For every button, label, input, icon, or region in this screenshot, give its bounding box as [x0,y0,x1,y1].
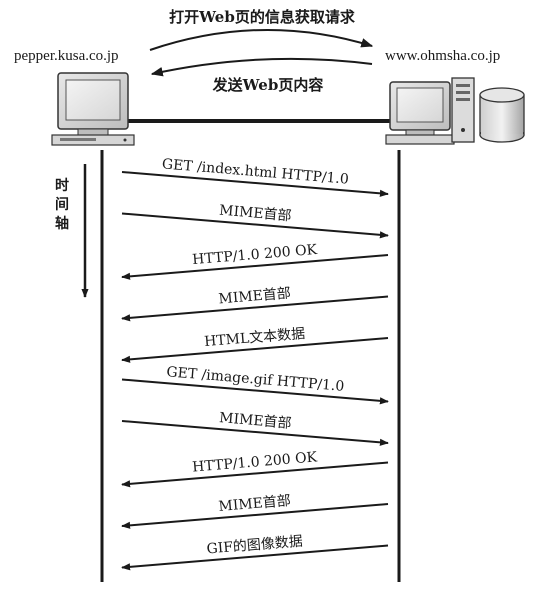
message-arrow-1 [121,171,389,197]
message-arrow-7 [121,420,389,446]
message-arrow-2 [121,212,389,239]
database-icon [479,87,525,143]
response-label: 发送Web页内容 [212,76,324,94]
message-arrow-6 [121,378,389,405]
server-computer-icon [385,77,475,145]
message-label-10: GIF的图像数据 [206,534,303,558]
time-axis-char-3: 轴 [55,215,69,232]
client-host-name: pepper.kusa.co.jp [14,48,119,64]
message-arrow-10 [121,544,389,571]
message-arrow-5 [121,337,389,363]
time-axis-char-2: 间 [55,196,69,213]
message-label-7: MIME首部 [219,410,292,432]
client-computer-icon [51,72,135,146]
server-host-name: www.ohmsha.co.jp [385,48,500,64]
message-arrow-9 [121,503,389,529]
request-curve-arrow [149,29,374,51]
message-arrow-8 [121,461,389,488]
message-label-4: MIME首部 [218,286,291,308]
message-label-2: MIME首部 [219,203,292,225]
message-arrow-4 [121,295,389,322]
request-label: 打开Web页的信息获取请求 [169,8,356,26]
message-label-3: HTTP/1.0 200 OK [192,242,319,268]
message-arrow-3 [121,254,389,280]
response-curve-arrow [150,57,373,77]
message-label-9: MIME首部 [218,493,291,515]
message-label-8: HTTP/1.0 200 OK [192,449,319,475]
time-axis-char-1: 时 [55,177,69,194]
